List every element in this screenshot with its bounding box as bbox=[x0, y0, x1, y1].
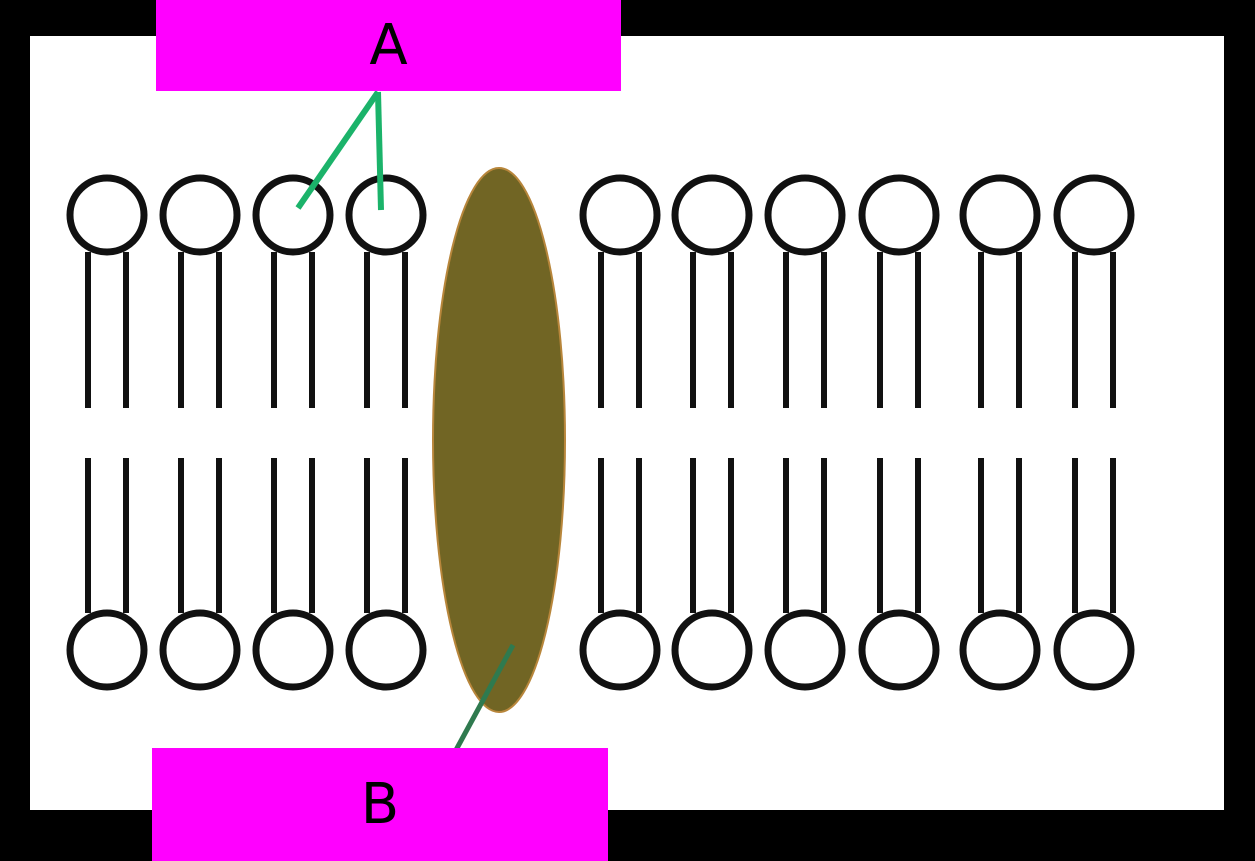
phospholipid-bilayer bbox=[66, 174, 1135, 691]
diagram-panel bbox=[30, 36, 1224, 810]
phospholipid-head-top bbox=[345, 174, 427, 256]
phospholipid-head-top bbox=[764, 174, 846, 256]
phospholipid-head-bottom bbox=[764, 609, 846, 691]
label-b-text: B bbox=[360, 772, 400, 837]
phospholipid-head-bottom bbox=[579, 609, 661, 691]
phospholipid-head-bottom bbox=[858, 609, 940, 691]
phospholipid-head-top bbox=[252, 174, 334, 256]
phospholipid-head-top bbox=[671, 174, 753, 256]
phospholipid-head-top bbox=[858, 174, 940, 256]
phospholipid-head-bottom bbox=[66, 609, 148, 691]
phospholipid-head-bottom bbox=[671, 609, 753, 691]
phospholipid-head-bottom bbox=[252, 609, 334, 691]
phospholipid-head-top bbox=[579, 174, 661, 256]
phospholipid-head-bottom bbox=[159, 609, 241, 691]
phospholipid-head-top bbox=[959, 174, 1041, 256]
pointer-line-b bbox=[453, 643, 516, 752]
phospholipid-head-bottom bbox=[1053, 609, 1135, 691]
phospholipid-head-top bbox=[159, 174, 241, 256]
label-a-text: A bbox=[369, 13, 408, 78]
pointer-line-a-1 bbox=[295, 90, 381, 210]
label-box-a: A bbox=[156, 0, 621, 91]
pointer-lines bbox=[295, 90, 516, 752]
phospholipid-head-top bbox=[66, 174, 148, 256]
membrane-protein bbox=[432, 167, 566, 713]
phospholipid-head-top bbox=[1053, 174, 1135, 256]
label-box-b: B bbox=[152, 748, 608, 861]
pointer-line-a-2 bbox=[375, 91, 384, 211]
phospholipid-head-bottom bbox=[959, 609, 1041, 691]
phospholipid-head-bottom bbox=[345, 609, 427, 691]
